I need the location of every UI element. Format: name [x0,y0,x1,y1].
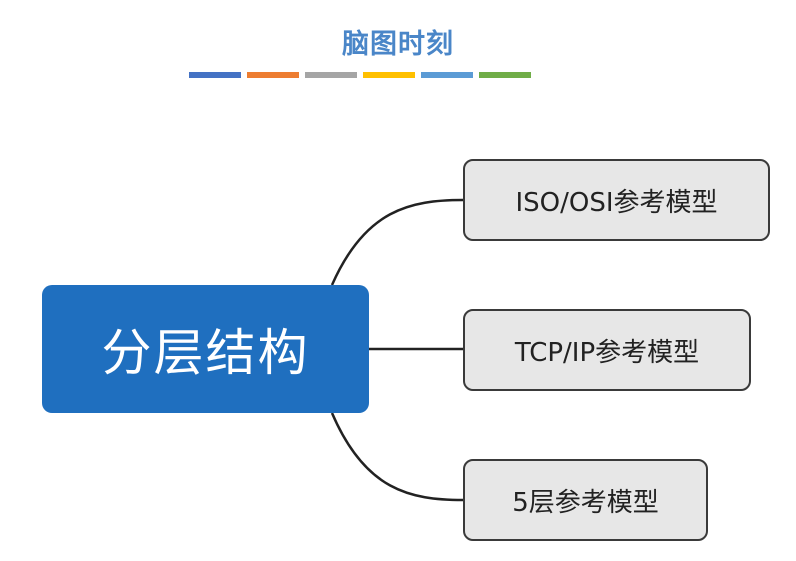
color-bar-segment-2 [247,72,299,78]
color-bar-segment-3 [305,72,357,78]
connector-to-node-1 [330,198,464,286]
color-bar-segment-1 [189,72,241,78]
child-node-5-layer[interactable]: 5层参考模型 [463,459,708,541]
child-node-tcp-ip[interactable]: TCP/IP参考模型 [463,309,751,391]
color-bar-segment-5 [421,72,473,78]
connector-to-node-3 [330,412,464,502]
page-title: 脑图时刻 [342,29,454,60]
title-color-bar [189,72,531,78]
color-bar-segment-4 [363,72,415,78]
child-node-iso-osi[interactable]: ISO/OSI参考模型 [463,159,770,241]
root-node[interactable]: 分层结构 [42,285,369,413]
color-bar-segment-6 [479,72,531,78]
